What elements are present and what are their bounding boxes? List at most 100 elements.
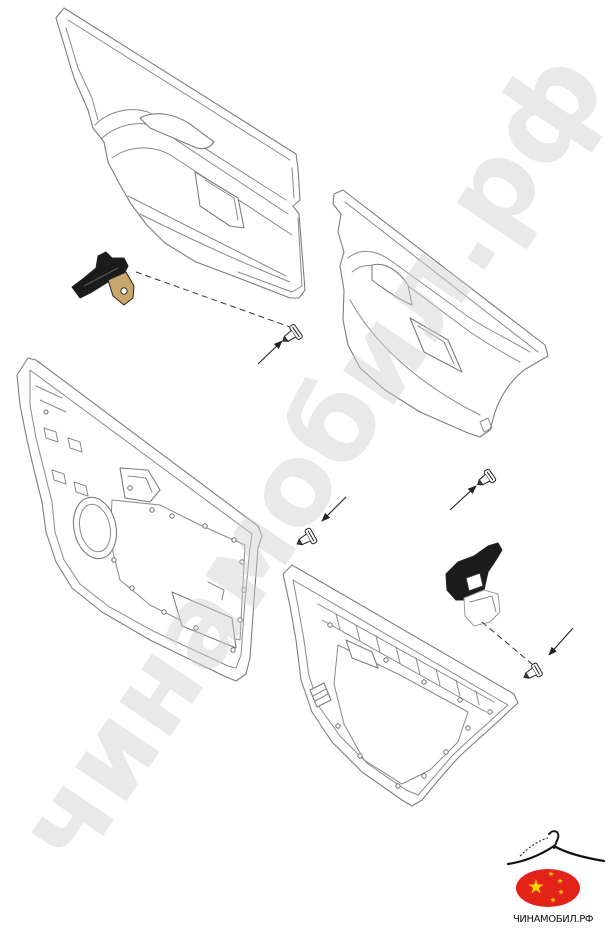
bracket-hole <box>120 287 128 295</box>
upper-trim-edge <box>344 201 539 353</box>
mount-tab <box>43 427 59 443</box>
rear-door-panel-back <box>282 564 519 807</box>
switch-face <box>465 572 484 592</box>
clip-ridge <box>292 326 300 338</box>
mounting-hole <box>237 617 243 623</box>
armrest-top-line <box>94 109 287 201</box>
clip-ridge <box>534 665 540 675</box>
mounting-hole <box>202 523 208 529</box>
latch-detail <box>127 475 153 493</box>
left-inner-edge <box>65 27 99 121</box>
mounting-hole <box>161 609 167 615</box>
inner-handle-opening <box>139 113 215 150</box>
front-door-panel-back <box>16 357 263 682</box>
mounting-hole <box>193 625 199 631</box>
handle-housing <box>345 639 379 669</box>
panel-outline <box>282 564 519 807</box>
right-inner-edge <box>291 167 295 199</box>
switch-body <box>445 542 503 601</box>
window-switch-rear <box>445 542 503 627</box>
mounting-hole <box>239 559 245 565</box>
trim-clip <box>477 468 497 486</box>
mounting-hole <box>327 622 333 628</box>
install-arrow <box>257 340 283 365</box>
install-arrow <box>449 485 477 511</box>
mounting-hole <box>169 513 175 519</box>
rear-door-trim-panel <box>332 189 549 438</box>
panel-inner-rim <box>292 579 509 796</box>
rib-rail-upper <box>317 603 495 703</box>
armrest-bottom-line <box>351 265 521 363</box>
mounting-hole <box>129 585 135 591</box>
mounting-hole <box>357 753 363 759</box>
clip-tip <box>296 538 304 546</box>
mounting-hole <box>111 557 117 563</box>
switch-highlight <box>83 267 119 287</box>
rib-rail-lower <box>321 619 487 713</box>
leader-line <box>481 621 533 665</box>
lower-pocket <box>171 591 237 649</box>
mount-tab <box>51 469 67 485</box>
mounting-hole <box>335 723 341 729</box>
panel-outline <box>16 357 263 682</box>
logo-flag-oval <box>516 869 580 907</box>
mounting-hole <box>149 507 155 513</box>
trim-clip <box>523 662 543 679</box>
mounting-hole <box>383 657 389 663</box>
trim-clip <box>282 324 303 342</box>
trim-clip <box>296 527 318 546</box>
logo-text: ЧИНАМОБИЛ.РФ <box>513 914 594 925</box>
mounting-hole <box>127 485 133 491</box>
leader-line <box>135 271 291 328</box>
mounting-hole <box>395 783 401 789</box>
switch-bezel-inner <box>417 325 455 365</box>
rib-line <box>35 385 63 399</box>
speaker-ring-outer <box>72 496 118 560</box>
switch-body <box>71 251 129 299</box>
front-door-trim-panel <box>55 7 306 299</box>
lower-inner-edge <box>237 217 303 293</box>
window-switch-front <box>71 251 135 306</box>
panel-outline <box>55 7 306 299</box>
panel-outline <box>332 189 549 438</box>
mounting-hole <box>443 749 449 755</box>
logo: ЧИНАМОБИЛ.РФ <box>506 830 606 925</box>
switch-bracket <box>107 271 135 306</box>
clip-ridge <box>307 530 315 542</box>
connector-detail <box>469 595 497 613</box>
mounting-hole <box>421 679 427 685</box>
mounting-hole <box>487 709 493 715</box>
mount-tab <box>73 481 89 497</box>
lower-panel-line <box>127 195 287 277</box>
mount-tab <box>67 437 83 453</box>
bottom-clip <box>479 417 493 433</box>
pull-pocket-inner <box>204 179 239 221</box>
rib <box>335 613 480 706</box>
mounting-hole <box>421 773 427 779</box>
speaker-ring-inner <box>79 503 111 553</box>
vent-slats <box>312 688 329 702</box>
logo-swoosh <box>506 844 606 866</box>
pull-pocket <box>194 171 245 229</box>
clip-ridge <box>486 471 494 481</box>
lower-panel-line <box>349 299 481 416</box>
install-arrow <box>321 496 347 522</box>
upper-trim-edge <box>67 19 291 161</box>
switch-connector <box>463 589 501 627</box>
rib-line <box>39 399 67 413</box>
mounting-hole <box>230 647 236 653</box>
switch-bezel <box>409 317 463 373</box>
clip-tip <box>523 671 530 679</box>
armrest-top-line <box>347 251 531 353</box>
rib-line <box>207 581 225 601</box>
inner-cavity <box>333 644 469 785</box>
mounting-hole <box>457 697 463 703</box>
panel-inner-rim <box>29 369 253 669</box>
mounting-hole <box>231 537 237 543</box>
mounting-hole <box>241 587 247 593</box>
clip-tip <box>282 335 289 342</box>
map-pocket-line <box>139 213 291 283</box>
install-arrow <box>548 627 574 656</box>
handle-pocket <box>371 263 413 306</box>
